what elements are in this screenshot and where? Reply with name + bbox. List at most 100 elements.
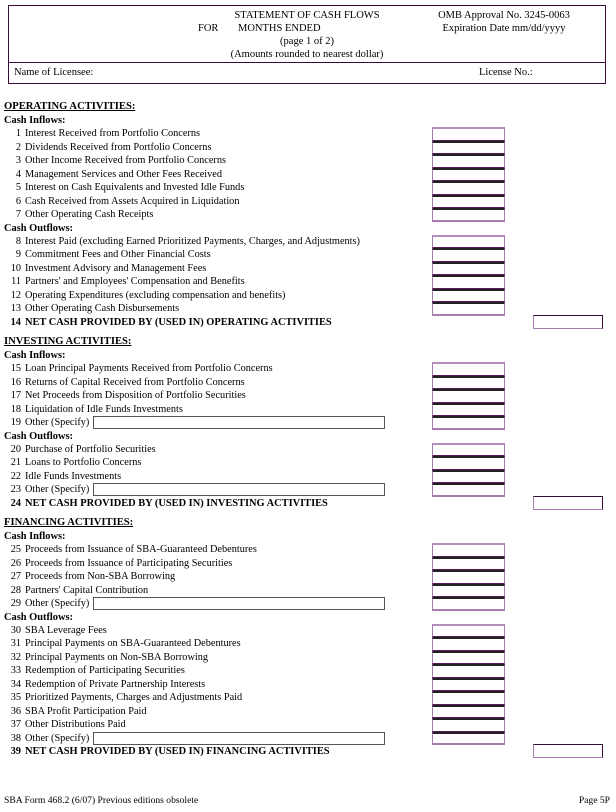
amount-input[interactable] (432, 637, 505, 651)
line-item-label: Other (Specify) (25, 598, 90, 609)
other-specify-input[interactable] (93, 483, 385, 496)
section-heading-financing: FINANCING ACTIVITIES: (4, 517, 134, 528)
line-item-number: 29 (10, 598, 21, 609)
line-item-number: 28 (10, 584, 21, 596)
line-item-row: 27 Proceeds from Non-SBA Borrowing (0, 570, 616, 584)
amount-input[interactable] (432, 154, 505, 168)
line-item-label: Returns of Capital Received from Portfol… (25, 376, 245, 388)
amount-input[interactable] (432, 650, 505, 664)
amount-input[interactable] (432, 167, 505, 181)
line-item-number: 20 (10, 443, 21, 455)
amount-input[interactable] (432, 362, 505, 376)
amount-input[interactable] (432, 623, 505, 637)
line-item-number: 27 (10, 571, 21, 582)
amount-input[interactable] (432, 543, 505, 557)
amount-input[interactable] (432, 731, 505, 745)
line-item-label: Partners' Capital Contribution (25, 584, 149, 596)
amount-input[interactable] (432, 261, 505, 275)
line-item-label: Dividends Received from Portfolio Concer… (25, 141, 212, 153)
other-specify-input[interactable] (93, 416, 385, 429)
line-item-number: 4 (15, 168, 21, 180)
line-item-label: Interest on Cash Equivalents and Investe… (25, 182, 245, 193)
amount-input[interactable] (432, 483, 505, 497)
line-item-label: Management Services and Other Fees Recei… (25, 168, 222, 180)
amount-input[interactable] (432, 597, 505, 611)
amount-input[interactable] (432, 583, 505, 597)
line-item-number: 1 (15, 128, 21, 139)
cash-inflows-subheading: Cash Inflows: (4, 115, 66, 126)
line-item-label: Other Distributions Paid (25, 719, 126, 730)
amount-input[interactable] (432, 704, 505, 718)
cash-outflows-subheading: Cash Outflows: (4, 430, 73, 442)
line-item-label: Proceeds from Non-SBA Borrowing (25, 571, 176, 582)
header-top: STATEMENT OF CASH FLOWS FOR MONTHS ENDED… (9, 6, 605, 62)
net-cash-total-input[interactable] (533, 314, 603, 329)
line-item-label: Interest Paid (excluding Earned Prioriti… (25, 235, 360, 247)
net-cash-total-input[interactable] (533, 744, 603, 758)
form-title: STATEMENT OF CASH FLOWS (234, 10, 380, 21)
amount-input[interactable] (432, 456, 505, 470)
amount-input[interactable] (432, 556, 505, 570)
line-item-label: Idle Funds Investments (25, 470, 122, 482)
amount-input[interactable] (432, 302, 505, 316)
line-item-number: 35 (10, 692, 21, 703)
line-item-label: Loans to Portfolio Concerns (25, 457, 142, 468)
line-item-number: 38 (10, 732, 21, 744)
amount-input[interactable] (432, 375, 505, 389)
line-item-label: SBA Profit Participation Paid (25, 705, 147, 717)
amount-input[interactable] (432, 248, 505, 262)
line-item-number: 15 (10, 363, 21, 374)
amount-input[interactable] (432, 677, 505, 691)
amount-input[interactable] (432, 208, 505, 222)
amount-input[interactable] (432, 194, 505, 208)
amount-input[interactable] (432, 127, 505, 141)
amount-input[interactable] (432, 570, 505, 584)
amount-input[interactable] (432, 140, 505, 154)
line-item-number: 2 (15, 141, 21, 153)
amount-input[interactable] (432, 402, 505, 416)
amount-input[interactable] (432, 469, 505, 483)
amount-input[interactable] (432, 275, 505, 289)
other-specify-input[interactable] (93, 731, 385, 745)
amount-input[interactable] (432, 664, 505, 678)
amount-input[interactable] (432, 442, 505, 456)
other-specify-input[interactable] (93, 597, 385, 610)
line-item-number: 5 (15, 182, 21, 193)
line-item-row: 29 Other (Specify) (0, 597, 616, 611)
amount-input[interactable] (432, 389, 505, 403)
line-item-label: Other Operating Cash Receipts (25, 209, 154, 220)
line-item-number: 7 (15, 209, 21, 220)
line-item-number: 33 (10, 665, 21, 676)
net-cash-total-input[interactable] (533, 495, 603, 510)
licensee-row: Name of Licensee: License No.: (9, 63, 605, 83)
amount-input[interactable] (432, 416, 505, 430)
amount-input[interactable] (432, 718, 505, 732)
line-item-label: Investment Advisory and Management Fees (25, 262, 207, 274)
amount-input[interactable] (432, 181, 505, 195)
line-item-label: Partners' and Employees' Compensation an… (25, 276, 245, 287)
line-item-row: 7 Other Operating Cash Receipts (0, 208, 616, 222)
line-item-row: 28 Partners' Capital Contribution (0, 583, 616, 597)
omb-approval-number: OMB Approval No. 3245-0063 (438, 10, 570, 21)
line-item-number: 12 (10, 289, 21, 301)
amount-input[interactable] (432, 234, 505, 248)
amount-input[interactable] (432, 288, 505, 302)
amount-input[interactable] (432, 691, 505, 705)
